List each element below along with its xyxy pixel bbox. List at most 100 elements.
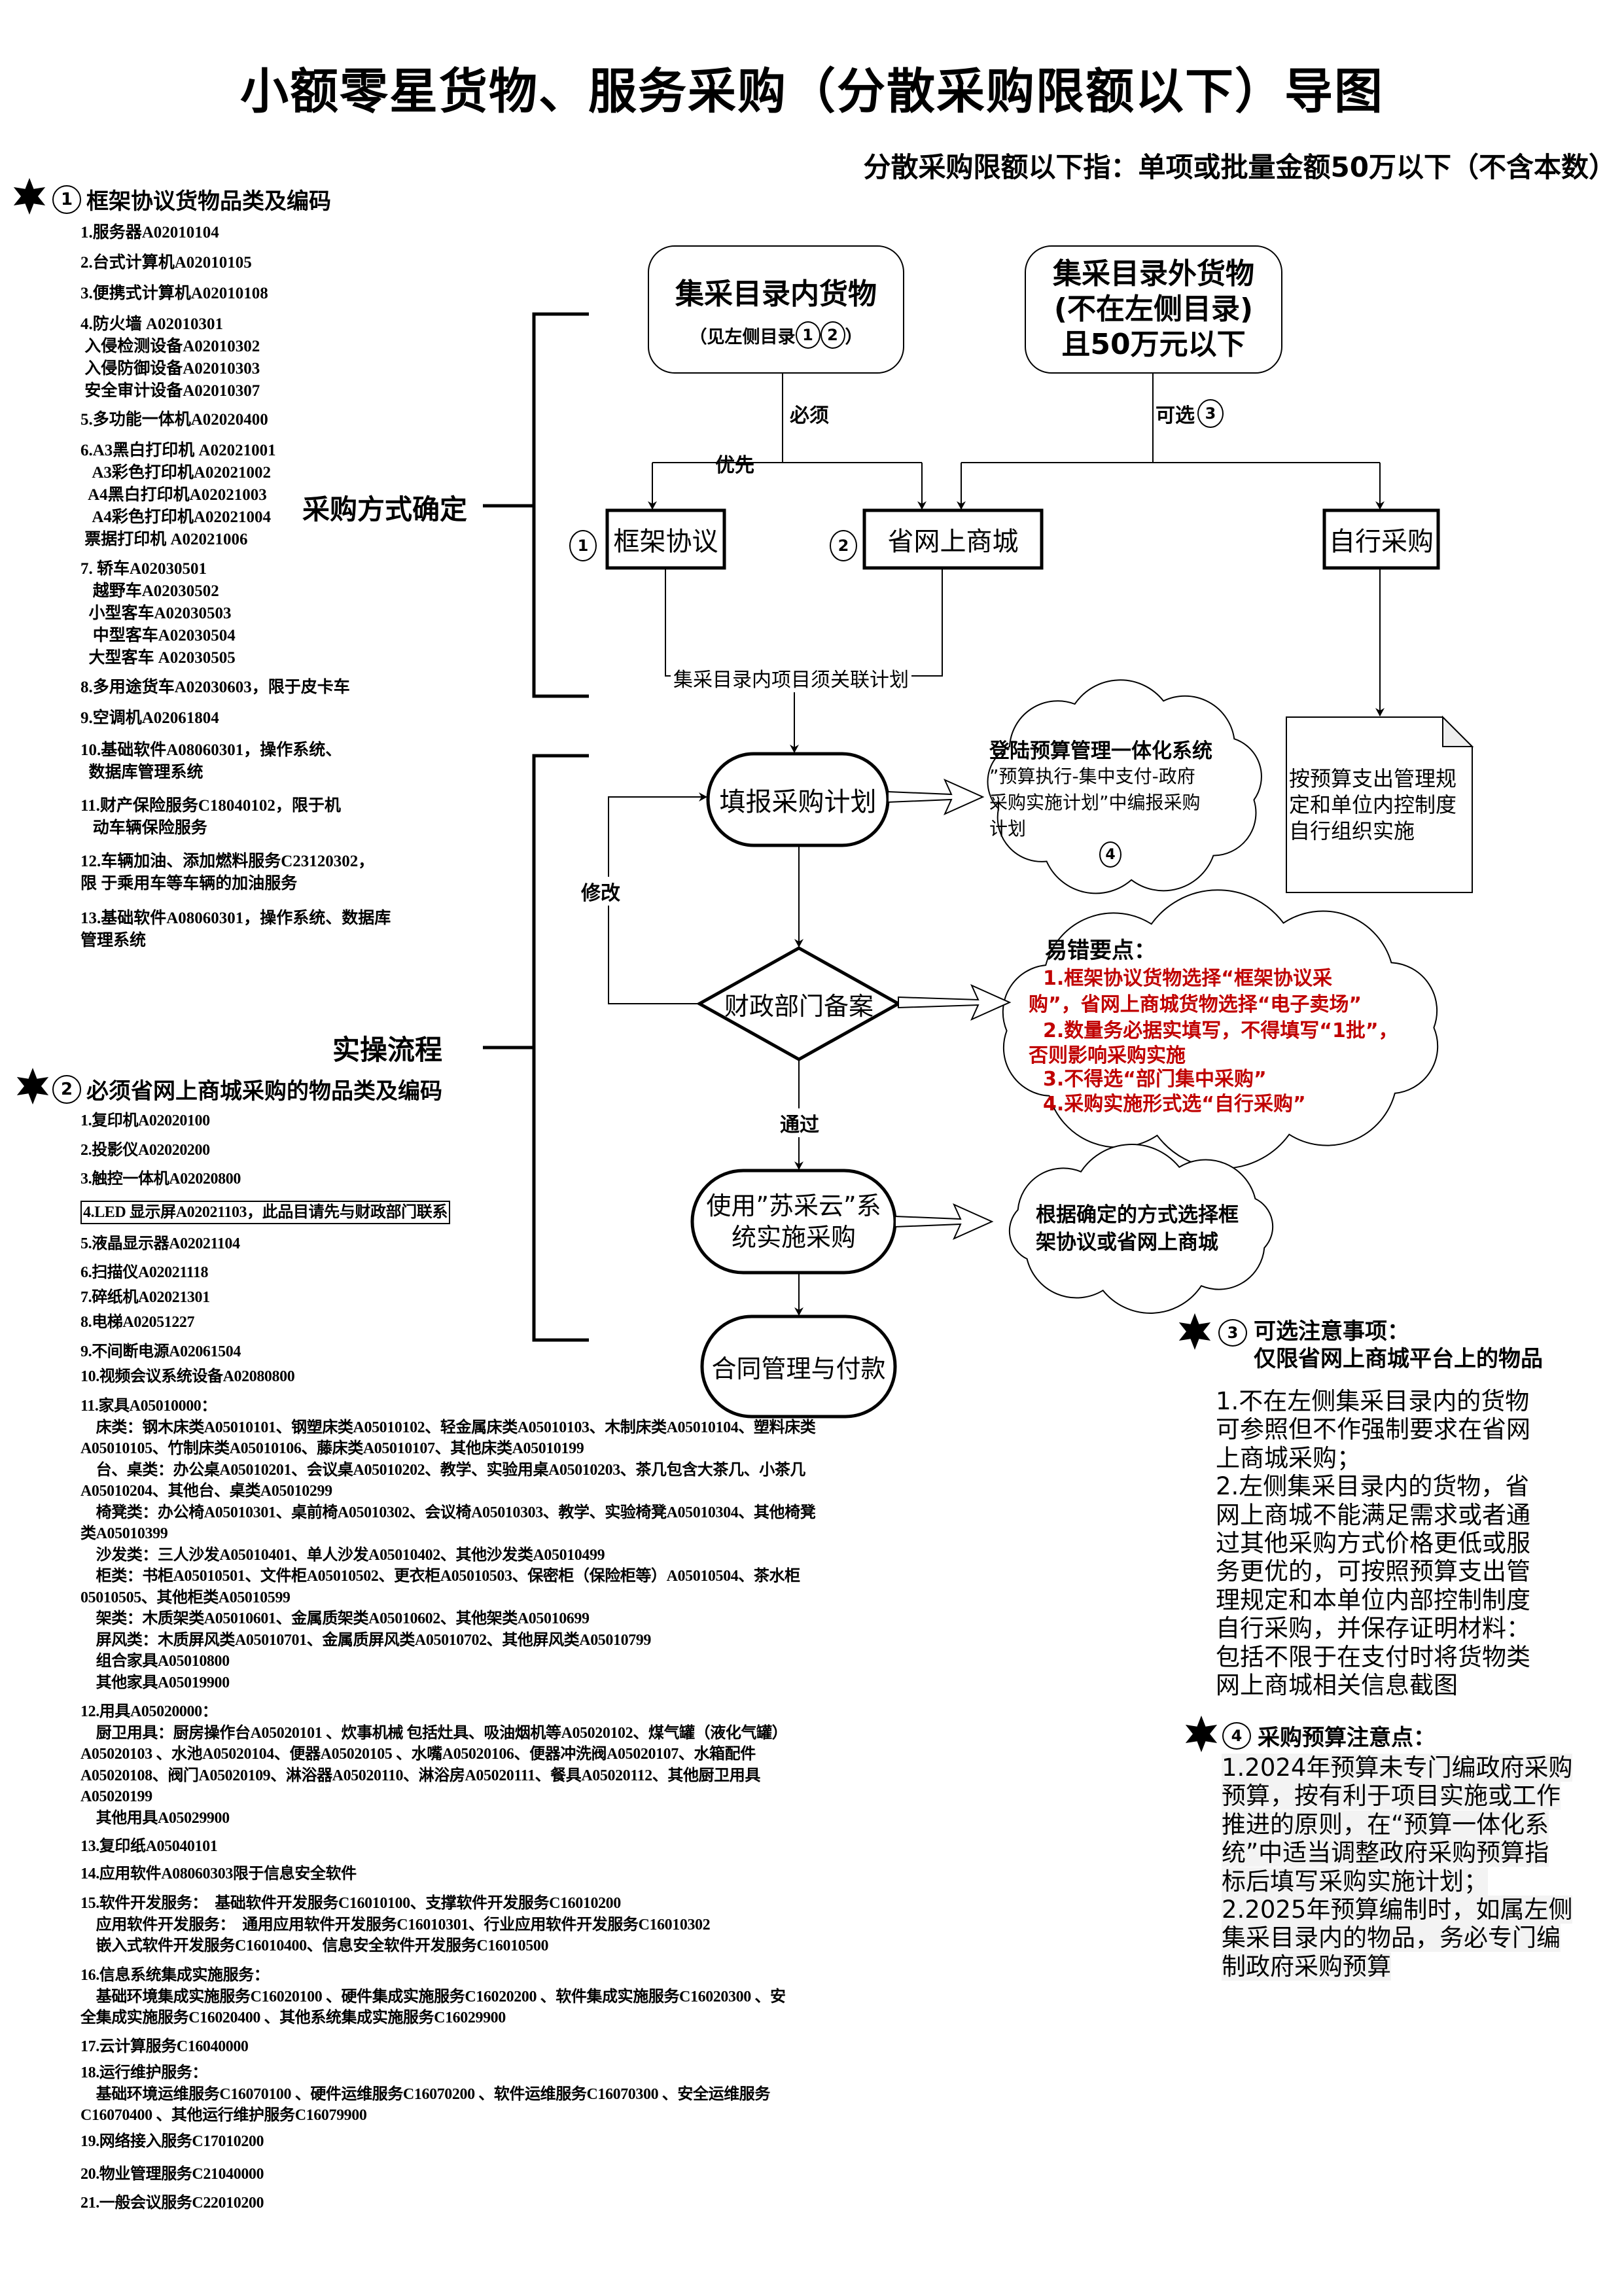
finance-record-label: 财政部门备案 bbox=[724, 991, 874, 1021]
note-row: 推进的原则，在“预算一体化系 bbox=[1222, 1810, 1572, 1839]
self-doc-line: 按预算支出管理规 bbox=[1289, 766, 1457, 791]
self-box bbox=[1322, 508, 1440, 570]
page-title: 小额零星货物、服务采购（分散采购限额以下）导图 bbox=[240, 63, 1384, 120]
list-item-subline: A4黑白打印机A02021003 bbox=[80, 486, 267, 504]
practice-label: 实操流程 bbox=[332, 1034, 443, 1066]
note-line: 自行采购，并保存证明材料： bbox=[1216, 1614, 1530, 1643]
list-item: 3.便携式计算机A02010108 bbox=[80, 285, 268, 302]
method-bracket bbox=[483, 312, 589, 698]
list-item: 9.空调机A02061804 bbox=[80, 709, 219, 727]
out-catalog-line: 集采目录外货物 bbox=[1053, 257, 1254, 291]
link-plan-connector bbox=[665, 568, 943, 677]
note-row: 2.左侧集采目录内的货物，省 bbox=[1216, 1472, 1530, 1500]
list-item: 1.复印机A02020100 bbox=[80, 1112, 210, 1129]
notes4-body: 1.2024年预算未专门编政府采购预算，按有利于项目实施或工作推进的原则，在“预… bbox=[1222, 1754, 1573, 1981]
must-label: 必须 bbox=[790, 404, 829, 427]
use-system-line: 使用”苏采云”系 bbox=[706, 1191, 881, 1220]
notes3-subtitle: 仅限省网上商城平台上的物品 bbox=[1254, 1346, 1543, 1372]
note-row: 2.2025年预算编制时，如属左侧 bbox=[1222, 1896, 1573, 1924]
contract-shape bbox=[700, 1315, 897, 1419]
list-item: 14.应用软件A08060303限于信息安全软件 bbox=[80, 1865, 357, 1882]
list-item: 21.一般会议服务C22010200 bbox=[80, 2195, 264, 2212]
note-line: 2.2025年预算编制时，如属左侧 bbox=[1222, 1896, 1573, 1924]
list-item: 6.扫描仪A02021118 bbox=[80, 1264, 209, 1281]
contract-label: 合同管理与付款 bbox=[711, 1354, 886, 1383]
in-catalog-title: 集采目录内货物 bbox=[675, 277, 877, 311]
list-item-subline: A05010204、其他台、桌类A05010299 bbox=[80, 1483, 332, 1500]
list-item-subline: 动车辆保险服务 bbox=[80, 819, 207, 837]
hollow-arrow-to-choose-cloud bbox=[894, 1203, 994, 1240]
notes3-badge: 3 bbox=[1218, 1319, 1247, 1347]
star-icon bbox=[16, 1068, 49, 1104]
notes4-heading: 4 采购预算注意点： bbox=[1222, 1720, 1436, 1752]
budget-cloud-line: 计划 bbox=[989, 818, 1027, 839]
list-item-subline: 椅凳类：办公椅A05010301、桌前椅A05010302、会议椅A050103… bbox=[80, 1504, 816, 1521]
fill-plan-label: 填报采购计划 bbox=[719, 787, 877, 817]
list-item-subline: 基础环境运维服务C16070100 、硬件运维服务C16070200 、软件运维… bbox=[80, 2085, 771, 2103]
pass-label: 通过 bbox=[780, 1108, 819, 1137]
note-line: 标后填写采购实施计划； bbox=[1222, 1867, 1488, 1896]
list-item: 17.云计算服务C16040000 bbox=[80, 2038, 249, 2055]
list-item-subline: 入侵检测设备A02010302 bbox=[80, 338, 260, 355]
choose-cloud-line: 架协议或省网上商城 bbox=[1036, 1231, 1218, 1254]
note-row: 上商城采购； bbox=[1216, 1444, 1530, 1472]
list-item-subline: 其他用具A05029900 bbox=[80, 1809, 230, 1827]
error-point: 否则影响采购实施 bbox=[1029, 1044, 1186, 1067]
badge-1: 1 bbox=[795, 321, 821, 349]
badge-3: 3 bbox=[1197, 399, 1224, 428]
must-connector bbox=[652, 373, 922, 463]
list-item-subline: A4彩色打印机A02021004 bbox=[80, 508, 271, 526]
list-item-subline: 票据打印机 A02021006 bbox=[80, 531, 248, 548]
page-subtitle: 分散采购限额以下指：单项或批量金额50万以下（不含本数） bbox=[863, 151, 1616, 183]
note-line: 2.左侧集采目录内的货物，省 bbox=[1216, 1472, 1530, 1501]
list-item-subline: 台、桌类：办公桌A05010201、会议桌A05010202、教学、实验用桌A0… bbox=[80, 1461, 806, 1479]
note-row: 过其他采购方式价格更低或服 bbox=[1216, 1529, 1530, 1557]
note-row: 网上商城不能满足需求或者通 bbox=[1216, 1501, 1530, 1529]
list-item: 7. 轿车A02030501 bbox=[80, 560, 207, 578]
note-line: 上商城采购； bbox=[1216, 1443, 1361, 1472]
list-item-subline: 柜类：书柜A05010501、文件柜A05010502、更衣柜A05010503… bbox=[80, 1568, 801, 1585]
budget-system-cloud bbox=[987, 679, 1262, 894]
list-item: 13.基础软件A08060301，操作系统、数据库 bbox=[80, 909, 391, 927]
list-item-subline: 入侵防御设备A02010303 bbox=[80, 360, 260, 378]
section2-title: 必须省网上商城采购的物品类及编码 bbox=[86, 1078, 442, 1104]
list-item-subline: 安全审计设备A02010307 bbox=[80, 382, 260, 400]
list-item: 5.液晶显示器A02021104 bbox=[80, 1235, 240, 1252]
in-catalog-sub: （见左侧目录 1 2 ） bbox=[690, 321, 863, 349]
error-point: 2.数量务必据实填写，不得填写“1批”， bbox=[1043, 1019, 1398, 1042]
list-item-subline: A05020199 bbox=[80, 1788, 152, 1805]
list-item: 18.运行维护服务： bbox=[80, 2064, 207, 2081]
section2-heading: 2 必须省网上商城采购的物品类及编码 bbox=[52, 1073, 442, 1105]
list-item-subline: A05020108、阀门A05020109、淋浴器A05020110、淋浴房A0… bbox=[80, 1767, 760, 1784]
note-row: 网上商城相关信息截图 bbox=[1216, 1671, 1530, 1699]
list-item: 8.多用途货车A02030603，限于皮卡车 bbox=[80, 679, 350, 696]
badge-2: 2 bbox=[820, 321, 845, 349]
modify-loop bbox=[608, 792, 707, 1004]
note-line: 1.2024年预算未专门编政府采购 bbox=[1222, 1754, 1573, 1782]
list-item-subline: 屏风类：木质屏风类A05010701、金属质屏风类A05010702、其他屏风类… bbox=[80, 1631, 652, 1649]
method-label: 采购方式确定 bbox=[302, 493, 468, 525]
budget-cloud-title: 登陆预算管理一体化系统 bbox=[989, 739, 1212, 763]
list-item: 2.投影仪A02020200 bbox=[80, 1142, 210, 1159]
budget-cloud-text: 登陆预算管理一体化系统 ”预算执行-集中支付-政府 采购实施计划”中编报采购 计… bbox=[989, 734, 1212, 842]
note-row: 集采目录内的物品，务必专门编 bbox=[1222, 1924, 1572, 1952]
note-line: 理规定和本单位内部控制制度 bbox=[1216, 1585, 1530, 1614]
optional-text: 可选 bbox=[1156, 404, 1195, 427]
list-item: 9.不间断电源A02061504 bbox=[80, 1343, 241, 1360]
error-point: 购”，省网上商城货物选择“电子卖场” bbox=[1029, 993, 1362, 1016]
note-line: 过其他采购方式价格更低或服 bbox=[1216, 1529, 1530, 1558]
hollow-arrow-to-budget-cloud bbox=[887, 779, 985, 815]
note-line: 务更优的，可按照预算支出管 bbox=[1216, 1557, 1530, 1586]
star-icon bbox=[1185, 1716, 1218, 1752]
note-row: 务更优的，可按照预算支出管 bbox=[1216, 1557, 1530, 1585]
link-plan-label: 集采目录内项目须关联计划 bbox=[671, 663, 911, 692]
list-item-subline: 架类：木质架类A05010601、金属质架类A05010602、其他架类A050… bbox=[80, 1610, 590, 1627]
note-row: 自行采购，并保存证明材料： bbox=[1216, 1614, 1530, 1642]
in-catalog-sub-suffix: ） bbox=[845, 326, 863, 347]
list-item: 12.用具A05020000： bbox=[80, 1703, 218, 1720]
budget-cloud-line: ”预算执行-集中支付-政府 bbox=[989, 766, 1195, 787]
out-catalog-line: (不在左侧目录) bbox=[1053, 292, 1254, 326]
self-label: 自行采购 bbox=[1329, 527, 1434, 557]
list-item-subline: 床类：钢木床类A05010101、钢塑床类A05010102、轻金属床类A050… bbox=[80, 1419, 816, 1436]
error-points-cloud bbox=[1002, 889, 1439, 1169]
